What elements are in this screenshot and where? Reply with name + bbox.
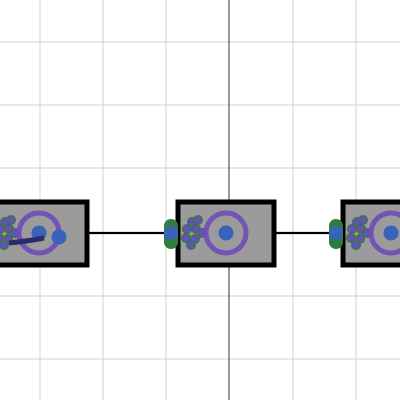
selection-ring-icon: [368, 210, 400, 256]
cluster-dot: [351, 239, 362, 250]
connector-node-icon[interactable]: [383, 225, 399, 241]
component-block-3[interactable]: [329, 199, 400, 268]
connector-node-icon[interactable]: [329, 226, 343, 240]
component-block-2[interactable]: [164, 199, 277, 268]
cluster-dot: [347, 223, 358, 234]
connector-node-icon[interactable]: [164, 226, 178, 240]
cluster-dot: [0, 240, 9, 250]
component-blocks: [0, 199, 400, 268]
cluster-dot: [358, 214, 369, 225]
link-stroke: [8, 235, 45, 246]
cluster-dot: [181, 223, 192, 234]
cluster-dot: [5, 214, 17, 225]
component-block-1[interactable]: [0, 199, 90, 268]
connector-node-icon[interactable]: [51, 229, 67, 245]
cluster-dot: [185, 239, 196, 250]
cluster-glyph-icon: [180, 214, 207, 250]
selection-ring-icon: [203, 210, 249, 256]
connector-node-icon[interactable]: [218, 225, 234, 241]
cluster-dot: [0, 224, 5, 234]
cluster-dot: [192, 214, 203, 225]
